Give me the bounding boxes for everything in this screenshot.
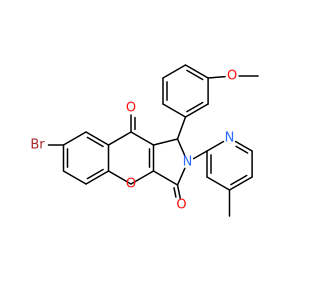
bond-n-c3: [176, 167, 186, 186]
bond-p0-p1-second: [186, 69, 204, 81]
bond-b3-b4: [62, 170, 87, 185]
bond-c3-oL-second: [173, 187, 177, 198]
atom-label-n-amide: N: [183, 155, 193, 170]
bond-p2-p3-second: [186, 101, 204, 113]
bond-p5-p0: [162, 64, 187, 79]
bond-q3-q4: [206, 176, 231, 191]
bond-c1-n: [176, 138, 186, 157]
bond-q5-q0: [206, 140, 225, 152]
bond-b2-b3: [85, 170, 110, 185]
bond-q2-q3: [228, 176, 253, 191]
bond-b5-b0: [62, 131, 87, 146]
bond-n-q5: [192, 150, 208, 160]
bond-lines: [47, 64, 259, 217]
atom-label-o-ring: O: [126, 177, 136, 192]
bond-p2-p3: [184, 103, 209, 118]
atom-label-br: Br: [30, 138, 45, 153]
bond-b0-b1-second: [86, 136, 104, 148]
bond-q0-q1-second: [235, 145, 249, 154]
bond-p1-oM: [207, 75, 226, 79]
bond-y3-b2: [107, 170, 132, 185]
bond-b0-b1: [85, 131, 110, 146]
bond-q0-q1: [234, 140, 253, 152]
bond-b2-b3-second: [86, 168, 104, 180]
atom-label-n-pyridine: N: [225, 131, 235, 146]
bond-y0-b1: [107, 131, 132, 146]
bond-y1-c1: [152, 138, 179, 146]
bond-q2-q3-second: [230, 174, 248, 186]
bond-p0-p1: [184, 64, 209, 79]
bond-p3-p4: [162, 103, 187, 118]
bond-y2-y3: [130, 170, 155, 185]
bond-c3-oL: [176, 184, 181, 199]
atom-label-o-ketone: O: [126, 101, 136, 116]
bond-y0-y1: [130, 131, 155, 146]
atom-label-o-lactam: O: [176, 198, 186, 213]
atom-label-o-methoxy: O: [227, 69, 237, 84]
bond-c1-p3: [176, 116, 187, 140]
bond-c3-y2: [152, 170, 179, 186]
